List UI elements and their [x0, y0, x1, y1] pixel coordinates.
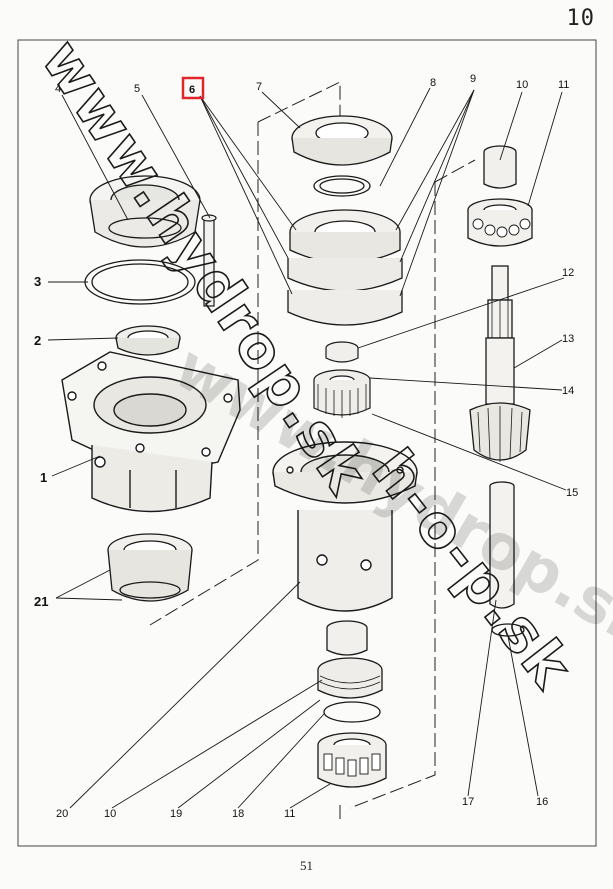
callout-12: 12: [562, 267, 574, 279]
callout-labels: 4 5 6 7 8 9 10 11 3 2 1 21 12 13 14 15 2…: [34, 73, 578, 820]
callout-9: 9: [470, 73, 476, 85]
part-7-top-ring: [291, 115, 393, 166]
callout-6: 6: [189, 84, 195, 96]
part-21-bottom-seal: [107, 533, 193, 602]
callout-11-bottom: 11: [284, 808, 295, 820]
part-17-pin: [489, 481, 515, 609]
callout-7: 7: [256, 81, 262, 93]
callout-6-highlight-box: [181, 76, 205, 100]
callout-5: 5: [134, 83, 140, 95]
part-9-clutch-plates: [287, 209, 403, 326]
part-12-bushing: [325, 341, 359, 363]
callout-2: 2: [34, 333, 41, 348]
part-2-seal-ring: [115, 325, 181, 356]
callout-21: 21: [34, 594, 48, 609]
part-1-housing: [61, 351, 241, 513]
callout-1: 1: [40, 470, 47, 485]
callout-3: 3: [34, 274, 41, 289]
callout-11-top: 11: [558, 79, 569, 91]
sheet-number: 10: [566, 6, 595, 31]
part-20-flanged-sleeve: [272, 441, 418, 612]
callout-4: 4: [55, 83, 61, 95]
part-14-gear: [313, 369, 371, 418]
part-10-upper-bushing: [483, 145, 517, 189]
callout-8: 8: [430, 77, 436, 89]
callout-15: 15: [566, 487, 578, 499]
callout-17: 17: [462, 796, 474, 808]
callout-10-top: 10: [516, 79, 528, 91]
part-11-lower-bearing: [317, 732, 387, 788]
callout-19: 19: [170, 808, 182, 820]
part-13-pinion-shaft: [469, 265, 531, 462]
callout-13: 13: [562, 333, 574, 345]
part-19-threaded-ring: [317, 657, 383, 699]
part-11-upper-bearing: [467, 198, 533, 247]
callout-16: 16: [536, 796, 548, 808]
page-number: 51: [300, 858, 313, 873]
callout-10-bottom: 10: [104, 808, 116, 820]
part-5-bolt: [201, 214, 217, 307]
callout-18: 18: [232, 808, 244, 820]
callout-20: 20: [56, 808, 68, 820]
part-18-circlip: [323, 701, 381, 723]
assembly-axes: [149, 81, 476, 820]
page-frame: [17, 39, 597, 847]
callout-14: 14: [562, 385, 574, 397]
part-10-lower-bushing: [326, 620, 368, 656]
part-8-small-ring: [313, 175, 371, 197]
leader-lines: [47, 87, 567, 809]
